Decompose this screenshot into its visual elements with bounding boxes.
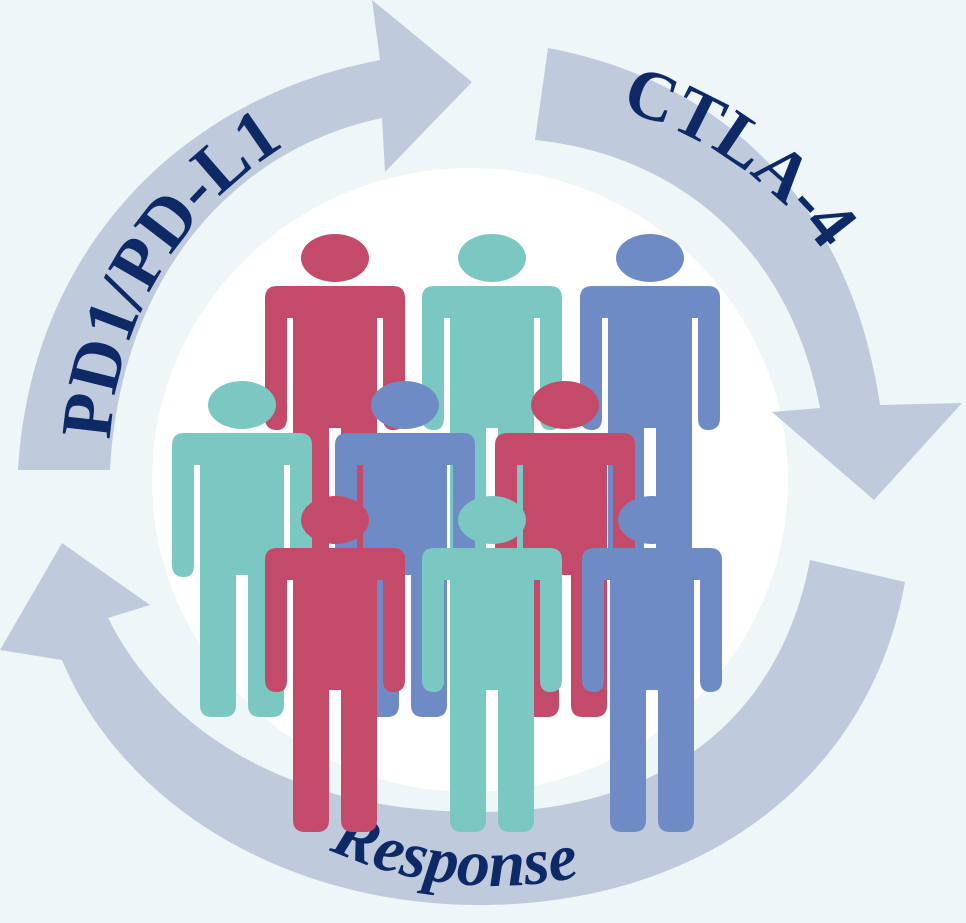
pd1-arrow — [18, 0, 472, 470]
ctla4-arrow — [535, 48, 962, 500]
